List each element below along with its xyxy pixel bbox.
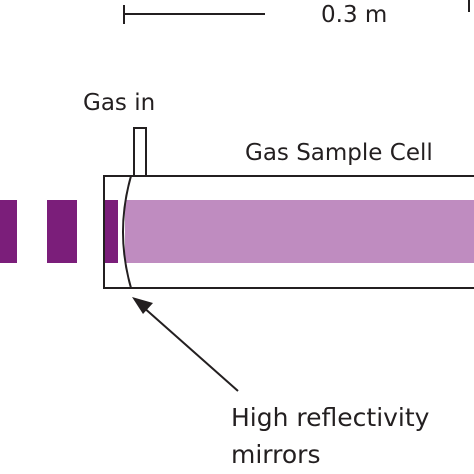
gas-inlet-tube — [133, 127, 147, 177]
beam-in-cell — [125, 200, 474, 263]
beam-segment-1 — [0, 200, 17, 263]
mirror-label-line-2: mirrors — [231, 440, 321, 469]
mirror-label-line-1: High reflectivity — [231, 403, 430, 432]
mirror-pointer-arrowhead — [132, 297, 153, 314]
scale-bar — [123, 0, 470, 24]
scale-bar-label: 0.3 m — [321, 2, 388, 28]
sample-cell-label: Gas Sample Cell — [245, 140, 433, 166]
gas-sample-cell — [103, 175, 474, 289]
mirror — [122, 175, 132, 289]
gas-inlet-label: Gas in — [83, 90, 156, 116]
mirror-pointer-line — [141, 305, 239, 392]
beam-segment-2 — [47, 200, 77, 263]
beam-segment-3 — [105, 200, 118, 263]
